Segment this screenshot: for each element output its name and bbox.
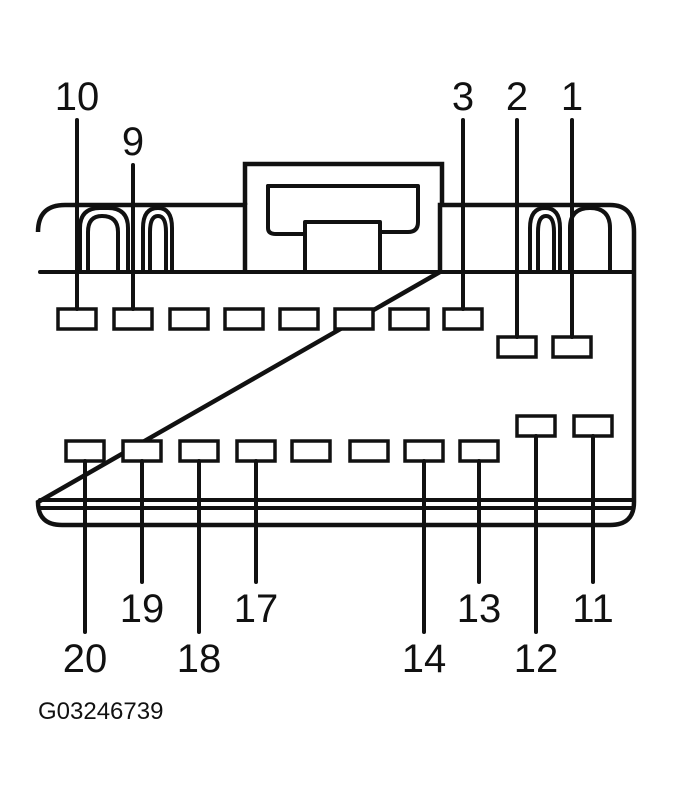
- pin-label-10: 10: [55, 75, 100, 119]
- terminal-17: [235, 439, 277, 463]
- terminal-13: [458, 439, 500, 463]
- terminal-19: [121, 439, 163, 463]
- pin-label-1: 1: [561, 75, 583, 119]
- terminal-20: [64, 439, 106, 463]
- terminal-9: [112, 307, 154, 331]
- pin-label-11: 11: [572, 587, 614, 631]
- pin-label-19: 19: [120, 587, 165, 631]
- pin-label-13: 13: [457, 587, 502, 631]
- pin-label-14: 14: [402, 637, 447, 681]
- terminal-15: [348, 439, 390, 463]
- pin-label-3: 3: [452, 75, 474, 119]
- locking-ribs: [78, 206, 612, 272]
- terminal-5: [333, 307, 375, 331]
- terminal-14: [403, 439, 445, 463]
- pin-label-17: 17: [234, 587, 279, 631]
- upper-terminal-row: [56, 307, 593, 359]
- pin-label-9: 9: [122, 120, 144, 164]
- terminal-4: [388, 307, 430, 331]
- pin-label-20: 20: [63, 637, 108, 681]
- pin-label-12: 12: [514, 637, 559, 681]
- leader-lines: [75, 118, 595, 634]
- terminal-10: [56, 307, 98, 331]
- terminal-7: [223, 307, 265, 331]
- figure-id: G03246739: [38, 698, 163, 725]
- terminal-16: [290, 439, 332, 463]
- terminal-3: [442, 307, 484, 331]
- pin-label-2: 2: [506, 75, 528, 119]
- terminal-11: [572, 414, 614, 438]
- connector-latch: [242, 161, 445, 274]
- terminal-2: [496, 335, 538, 359]
- pin-label-18: 18: [177, 637, 222, 681]
- terminal-12: [515, 414, 557, 438]
- terminal-18: [178, 439, 220, 463]
- pin-labels: 10 9 3 2 1 19 17 13 11 20 18 14 12: [55, 75, 614, 681]
- terminal-6: [278, 307, 320, 331]
- terminal-1: [551, 335, 593, 359]
- terminal-8: [168, 307, 210, 331]
